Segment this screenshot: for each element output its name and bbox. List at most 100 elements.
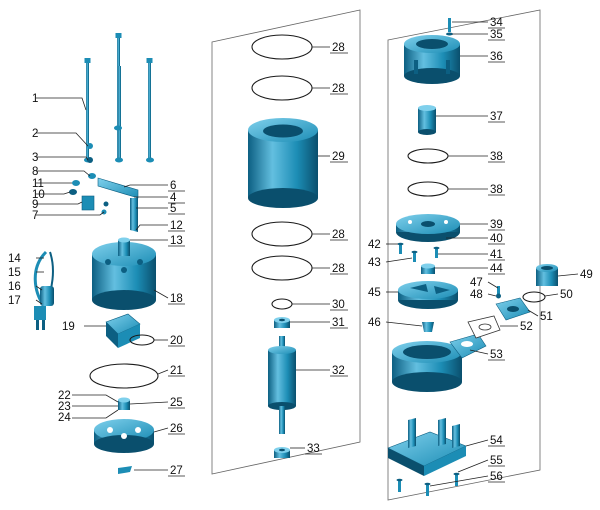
part-label-48: 48 (470, 289, 483, 301)
right-panel-frame (387, 9, 541, 501)
part-label-38a: 38 (490, 151, 503, 163)
part-label-41: 41 (490, 249, 503, 261)
part-label-9: 9 (32, 199, 38, 211)
small-washers (69, 143, 96, 195)
part-label-27: 27 (170, 465, 183, 477)
o-ring-28b (251, 75, 313, 101)
rotor-shaft (268, 336, 296, 434)
float-switch (33, 250, 54, 330)
ring-30 (271, 298, 293, 310)
part-label-40: 40 (490, 233, 503, 245)
part-number-labels: 1 2 3 8 11 10 9 7 6 4 5 12 13 14 15 16 1… (8, 17, 593, 483)
center-parts-group (248, 34, 318, 458)
part-label-46: 46 (368, 317, 381, 329)
part-label-52: 52 (520, 321, 533, 333)
part-label-42: 42 (368, 239, 381, 251)
right-parts-group (387, 18, 558, 496)
o-ring-38b (407, 181, 449, 197)
part-label-19: 19 (62, 321, 75, 333)
part-label-23: 23 (58, 401, 71, 413)
part-label-22: 22 (58, 390, 71, 402)
part-label-7: 7 (32, 210, 38, 222)
bearing-31 (274, 317, 290, 328)
part-label-49: 49 (580, 269, 593, 281)
center-panel-frame (211, 9, 361, 475)
stator-housing (248, 118, 318, 208)
part-label-20: 20 (170, 335, 183, 347)
long-bolts (84, 33, 154, 163)
part-label-45: 45 (368, 287, 381, 299)
o-ring-38a (407, 148, 449, 164)
part-label-39: 39 (490, 219, 503, 231)
motor-cover (92, 237, 156, 310)
part-label-36: 36 (490, 51, 503, 63)
capacitor (105, 313, 155, 348)
part-label-43: 43 (368, 257, 381, 269)
bearing-33 (274, 447, 290, 458)
mechanical-seal (418, 105, 436, 135)
bearing-25 (118, 397, 130, 410)
part-label-32: 32 (332, 365, 345, 377)
o-ring-28d (251, 255, 313, 281)
part-label-29: 29 (332, 151, 345, 163)
part-label-14: 14 (8, 253, 21, 265)
impeller-nut (422, 322, 434, 332)
part-label-4: 4 (170, 192, 177, 204)
part-label-21: 21 (170, 365, 183, 377)
part-label-11: 11 (32, 178, 44, 190)
part-label-53: 53 (490, 349, 503, 361)
part-label-13: 13 (170, 235, 183, 247)
part-label-55: 55 (490, 455, 503, 467)
part-label-34: 34 (490, 17, 503, 29)
seal-screws (397, 242, 440, 274)
pump-casing (392, 333, 487, 392)
part-label-26: 26 (170, 423, 183, 435)
part-label-31: 31 (332, 317, 345, 329)
part-label-3: 3 (32, 152, 38, 164)
o-ring-28c (251, 221, 313, 247)
part-label-54: 54 (490, 435, 503, 447)
part-label-10: 10 (32, 189, 45, 201)
base-bolts (396, 472, 460, 496)
upper-housing (404, 35, 460, 84)
part-label-28c: 28 (332, 229, 345, 241)
part-label-35: 35 (490, 29, 503, 41)
part-label-24: 24 (58, 412, 71, 424)
part-label-6: 6 (170, 180, 176, 192)
label-underlines (168, 27, 505, 483)
pump-base (387, 418, 467, 476)
part-label-28b: 28 (332, 83, 345, 95)
o-ring-28a (251, 34, 313, 60)
part-label-30: 30 (332, 299, 345, 311)
part-label-8: 8 (32, 166, 38, 178)
part-label-56: 56 (490, 471, 503, 483)
part-label-25: 25 (170, 397, 183, 409)
part-label-28a: 28 (332, 42, 345, 54)
part-label-16: 16 (8, 281, 21, 293)
outlet-fittings (467, 264, 558, 339)
leader-lines (35, 21, 579, 487)
part-label-51: 51 (540, 311, 553, 323)
left-parts-group (33, 33, 159, 474)
part-label-38b: 38 (490, 184, 503, 196)
part-label-17: 17 (8, 295, 21, 307)
part-label-1: 1 (32, 93, 38, 105)
part-label-5: 5 (170, 203, 176, 215)
impeller (398, 281, 458, 309)
clamp-bracket (81, 177, 139, 232)
o-ring-21 (89, 363, 159, 389)
part-label-44: 44 (490, 263, 503, 275)
part-label-12: 12 (170, 220, 183, 232)
key-27 (118, 466, 132, 474)
part-label-2: 2 (32, 128, 38, 140)
part-label-15: 15 (8, 267, 21, 279)
bottom-cover-26 (94, 419, 154, 453)
part-label-50: 50 (560, 289, 573, 301)
part-label-47: 47 (470, 277, 483, 289)
seal-plate (396, 214, 460, 242)
part-label-33: 33 (307, 443, 320, 455)
part-label-28d: 28 (332, 263, 345, 275)
part-label-18: 18 (170, 293, 183, 305)
